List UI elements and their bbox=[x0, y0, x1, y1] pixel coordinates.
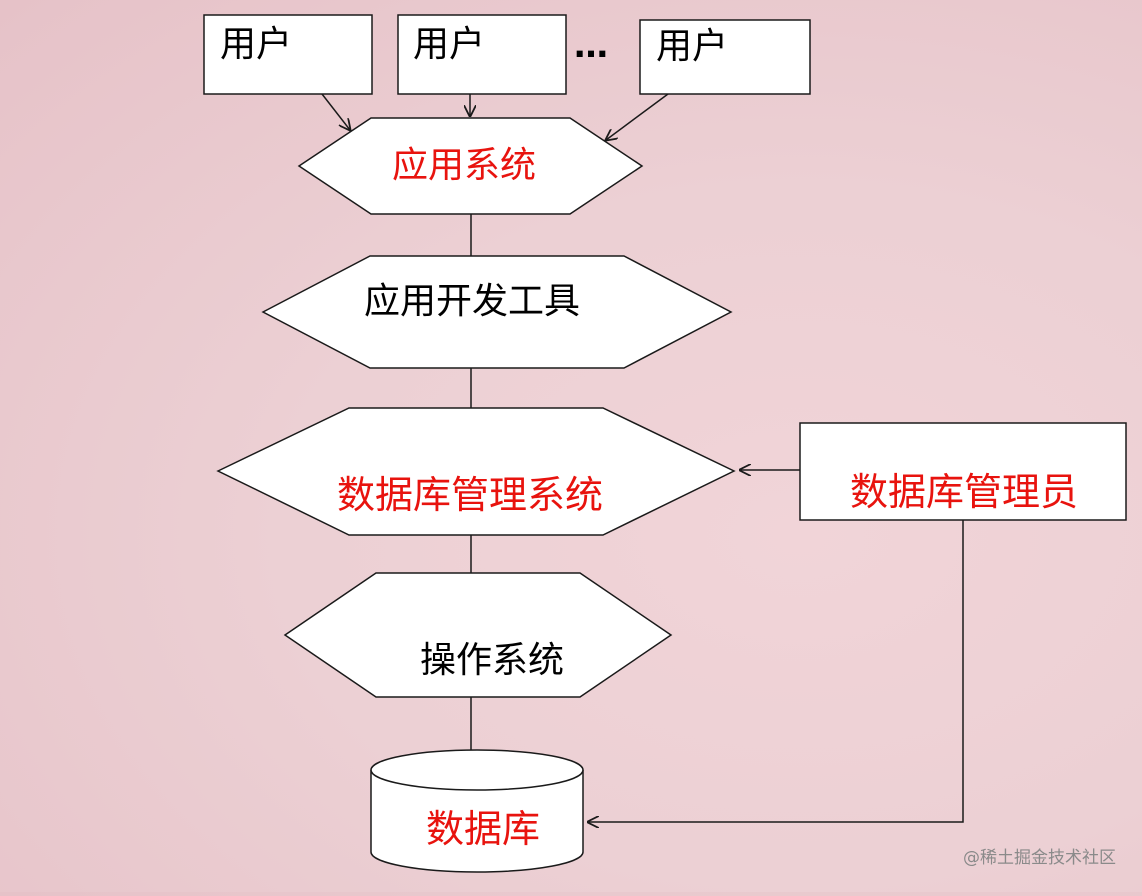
user-box-label: 用户 bbox=[656, 26, 728, 67]
connectors bbox=[321, 93, 964, 822]
dbms-node: 数据库管理系统 bbox=[216, 407, 736, 536]
app-system-label: 应用系统 bbox=[392, 145, 536, 186]
dba-box: 数据库管理员 bbox=[799, 422, 1127, 521]
user-box-label: 用户 bbox=[220, 24, 292, 65]
os-label: 操作系统 bbox=[420, 640, 564, 681]
app-system-node: 应用系统 bbox=[297, 117, 644, 215]
user-box-label: 用户 bbox=[413, 24, 485, 65]
connector-dba-to-database bbox=[588, 520, 964, 822]
dev-tools-label: 应用开发工具 bbox=[364, 281, 580, 322]
dbms-label: 数据库管理系统 bbox=[337, 473, 603, 517]
users-ellipsis: … bbox=[574, 26, 608, 66]
dev-tools-node: 应用开发工具 bbox=[261, 255, 733, 369]
database-cylinder: 数据库 bbox=[370, 749, 584, 873]
site-watermark: @稀土掘金技术社区 bbox=[963, 848, 1116, 868]
user-box-2: 用户 bbox=[397, 14, 567, 95]
user-box-1: 用户 bbox=[203, 14, 373, 95]
connector-user1-to-app bbox=[321, 93, 350, 130]
user-box-3: 用户 bbox=[639, 19, 811, 95]
os-node: 操作系统 bbox=[283, 572, 673, 698]
dba-label: 数据库管理员 bbox=[850, 470, 1078, 514]
connector-user3-to-app bbox=[606, 93, 669, 140]
database-label: 数据库 bbox=[426, 807, 540, 851]
